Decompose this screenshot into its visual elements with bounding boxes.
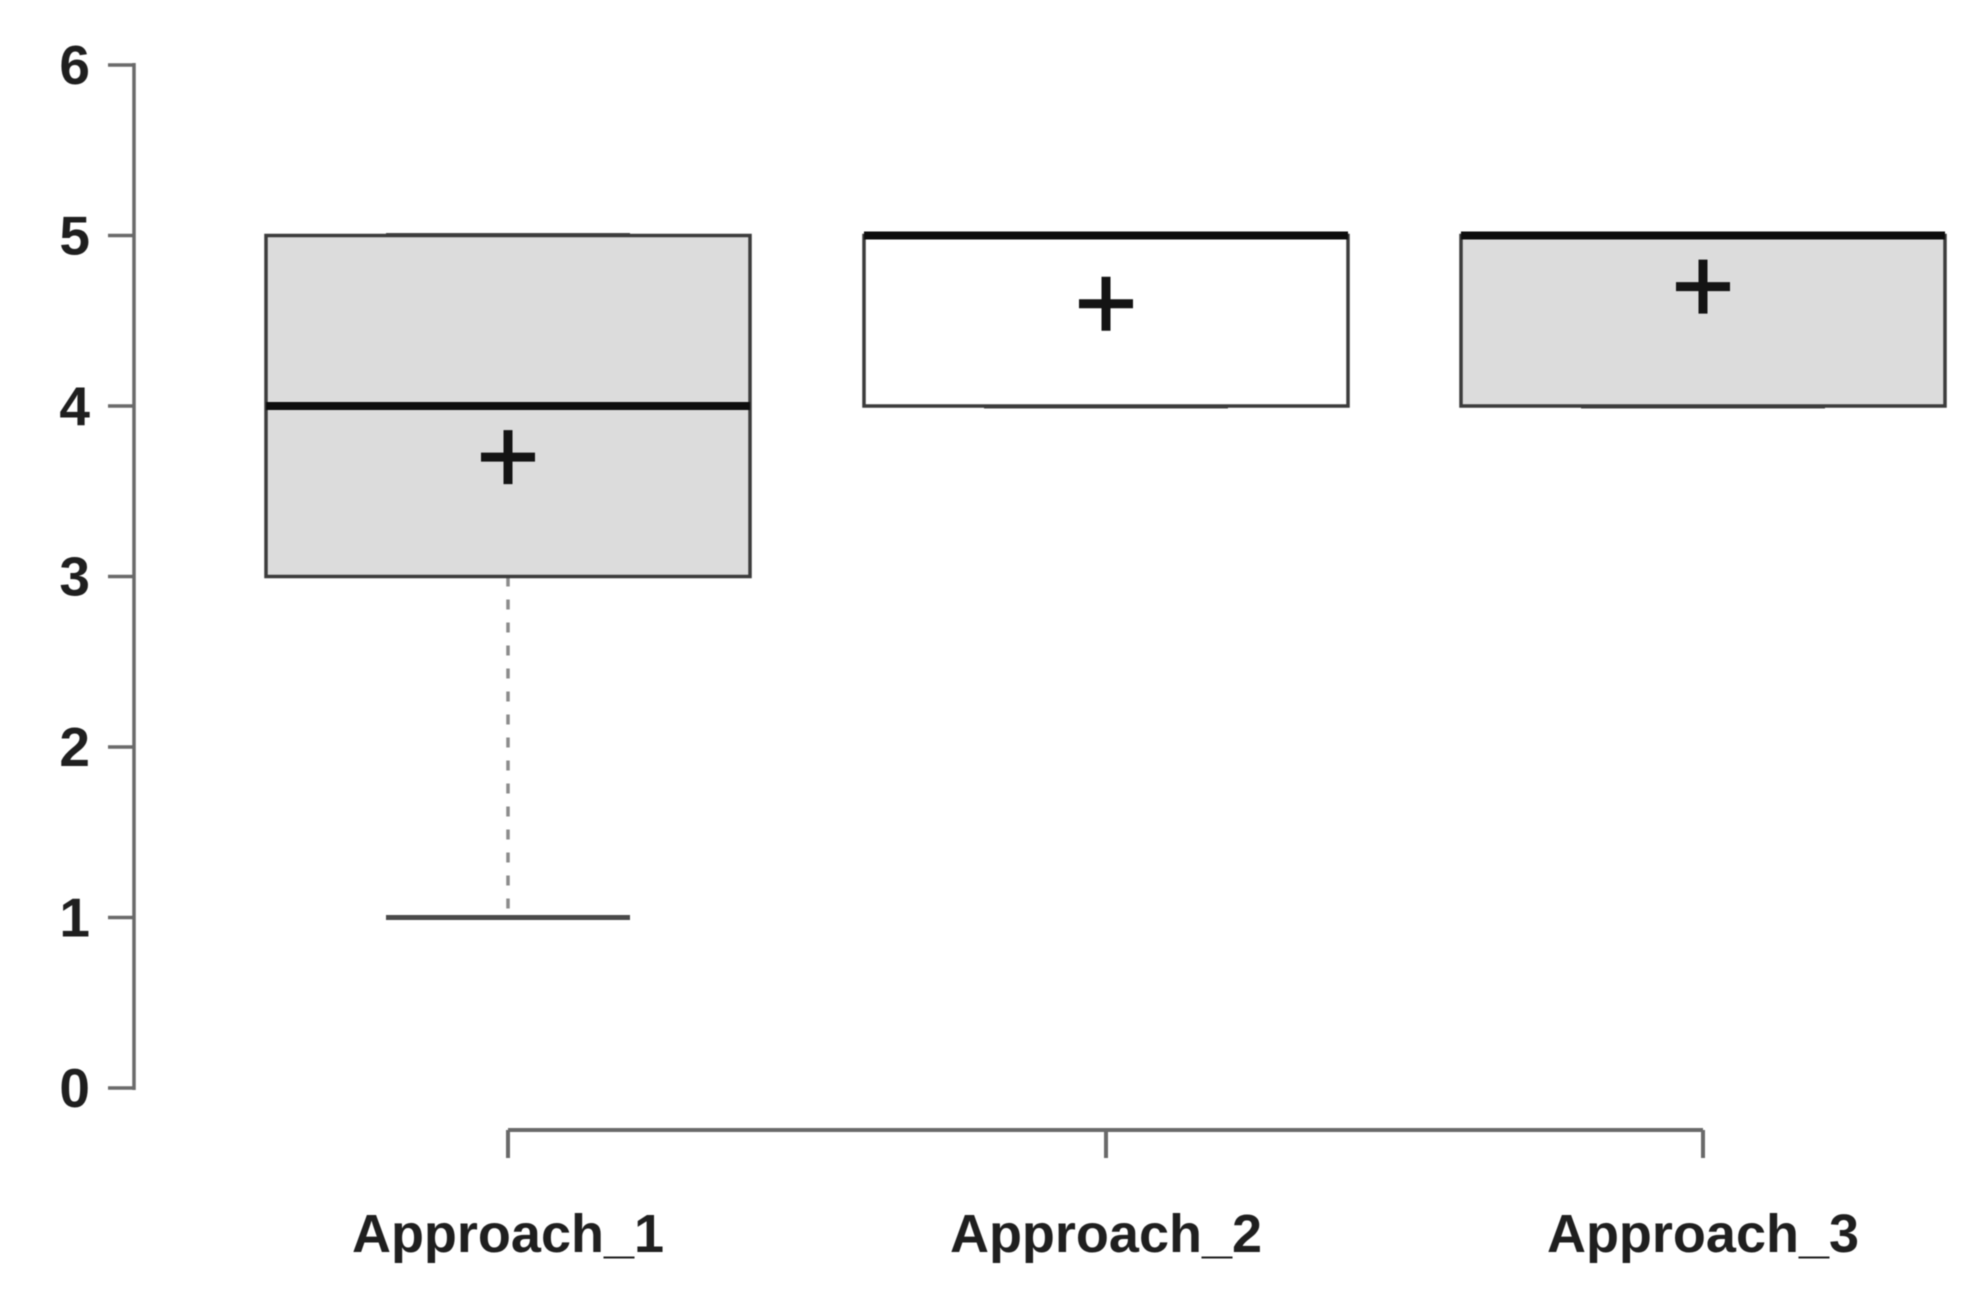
boxplot-box-approach_2	[862, 231, 1350, 409]
x-axis-bracket	[506, 1128, 1705, 1158]
mean-marker	[1079, 276, 1133, 331]
boxplot-box-approach_3	[1459, 231, 1947, 409]
y-tick-label: 5	[59, 205, 90, 267]
y-tick-label: 1	[59, 887, 90, 949]
x-tick-label: Approach_2	[950, 1204, 1262, 1264]
y-tick-label: 4	[59, 375, 90, 437]
y-tick-label: 6	[59, 34, 90, 96]
y-tick-label: 2	[59, 716, 90, 778]
y-tick-label: 3	[59, 546, 90, 608]
y-tick-label: 0	[59, 1057, 90, 1119]
x-tick-label: Approach_1	[352, 1204, 664, 1264]
y-axis	[108, 63, 136, 1090]
x-tick-label: Approach_3	[1547, 1204, 1859, 1264]
boxplot-box-approach_1	[264, 233, 752, 920]
mean-marker	[1676, 259, 1730, 314]
mean-marker	[481, 430, 535, 485]
